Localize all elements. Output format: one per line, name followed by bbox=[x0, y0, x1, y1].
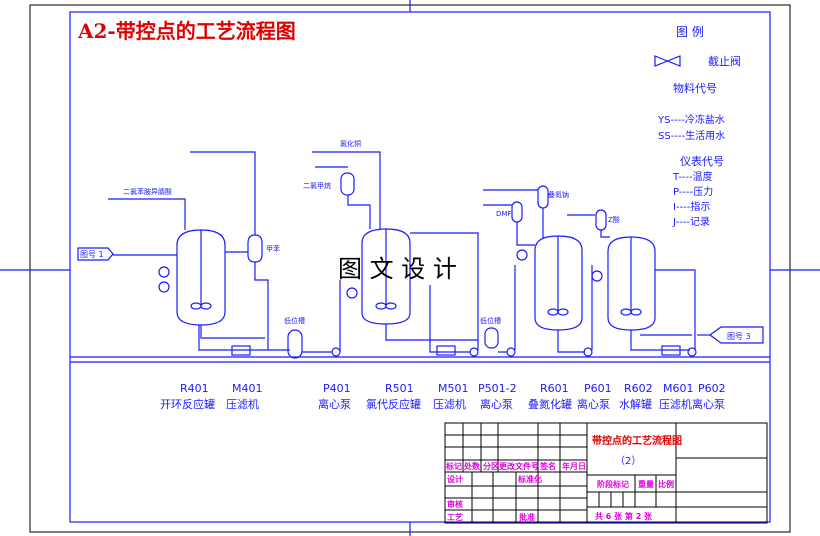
inlet-tag-1 bbox=[77, 247, 114, 261]
svg-text:氯化铜: 氯化铜 bbox=[340, 139, 361, 148]
svg-text:M401: M401 bbox=[232, 382, 263, 395]
svg-text:DMF: DMF bbox=[496, 210, 511, 218]
svg-text:阶段标记: 阶段标记 bbox=[597, 479, 629, 489]
svg-text:低位槽: 低位槽 bbox=[480, 316, 501, 325]
svg-text:叠氮化罐: 叠氮化罐 bbox=[528, 397, 572, 411]
svg-text:P601: P601 bbox=[584, 382, 612, 395]
svg-text:二氯甲烷: 二氯甲烷 bbox=[303, 181, 331, 190]
watermark: 图 文 设 计 bbox=[338, 255, 457, 283]
svg-text:处数: 处数 bbox=[463, 461, 481, 471]
svg-text:图号 1: 图号 1 bbox=[80, 250, 104, 259]
svg-text:更改文件号: 更改文件号 bbox=[499, 461, 539, 471]
svg-text:P501-2: P501-2 bbox=[478, 382, 517, 395]
svg-text:Z酸: Z酸 bbox=[608, 215, 620, 224]
reactor-r401 bbox=[158, 229, 226, 326]
svg-text:物料代号: 物料代号 bbox=[673, 81, 717, 95]
pump-p602 bbox=[687, 347, 697, 357]
svg-text:压滤机: 压滤机 bbox=[433, 397, 466, 411]
svg-text:叠氮钠: 叠氮钠 bbox=[548, 190, 569, 199]
filter-press-m601 bbox=[661, 345, 681, 356]
filter-press-m401 bbox=[231, 345, 251, 356]
svg-text:R401: R401 bbox=[180, 382, 209, 395]
svg-text:P602: P602 bbox=[698, 382, 726, 395]
svg-text:YS----冷冻盐水: YS----冷冻盐水 bbox=[657, 113, 725, 126]
svg-text:工艺: 工艺 bbox=[447, 512, 463, 522]
reactor-r602 bbox=[591, 236, 656, 331]
svg-text:甲苯: 甲苯 bbox=[266, 244, 280, 253]
svg-text:离心泵: 离心泵 bbox=[318, 397, 351, 411]
pump-p401 bbox=[331, 347, 341, 357]
svg-text:P----压力: P----压力 bbox=[673, 185, 713, 198]
svg-text:标记: 标记 bbox=[445, 461, 462, 471]
svg-text:R601: R601 bbox=[540, 382, 569, 395]
legend: 图 例 截止阀 物料代号 YS----冷冻盐水 SS----生活用水 仪表代号 … bbox=[654, 25, 741, 228]
svg-text:氯代反应罐: 氯代反应罐 bbox=[366, 397, 421, 411]
svg-text:I----指示: I----指示 bbox=[673, 200, 710, 213]
svg-text:带控点的工艺流程图: 带控点的工艺流程图 bbox=[592, 434, 682, 447]
svg-text:重量: 重量 bbox=[638, 479, 654, 489]
equipment-labels: R401 开环反应罐 M401 压滤机 P401 离心泵 R501 氯代反应罐 M501… bbox=[160, 382, 726, 411]
filter-press-m501 bbox=[436, 345, 456, 356]
svg-text:R501: R501 bbox=[385, 382, 414, 395]
svg-text:图号 3: 图号 3 bbox=[727, 332, 751, 341]
svg-text:二氯苯胺异腈酸: 二氯苯胺异腈酸 bbox=[123, 187, 172, 196]
svg-text:标准化: 标准化 bbox=[517, 474, 542, 484]
svg-text:开环反应罐: 开环反应罐 bbox=[160, 397, 215, 411]
drawing-title: A2-带控点的工艺流程图 bbox=[77, 19, 296, 43]
svg-text:SS----生活用水: SS----生活用水 bbox=[658, 129, 725, 142]
svg-text:批准: 批准 bbox=[519, 512, 535, 522]
svg-text:水解罐: 水解罐 bbox=[619, 397, 652, 411]
svg-text:设计: 设计 bbox=[447, 474, 463, 484]
svg-text:J----记录: J----记录 bbox=[672, 216, 710, 228]
svg-text:T----温度: T----温度 bbox=[672, 170, 713, 183]
reactor-r501 bbox=[346, 228, 411, 325]
pump-p601 bbox=[583, 347, 593, 357]
svg-text:仪表代号: 仪表代号 bbox=[680, 154, 724, 168]
svg-text:P401: P401 bbox=[323, 382, 351, 395]
svg-text:R602: R602 bbox=[624, 382, 653, 395]
svg-text:低位槽: 低位槽 bbox=[284, 316, 305, 325]
svg-text:图 例: 图 例 bbox=[676, 25, 704, 39]
svg-text:年月日: 年月日 bbox=[562, 461, 586, 471]
svg-text:离心泵: 离心泵 bbox=[692, 397, 725, 411]
svg-text:审核: 审核 bbox=[447, 499, 463, 509]
svg-text:压滤机: 压滤机 bbox=[659, 397, 692, 411]
svg-text:签名: 签名 bbox=[539, 461, 556, 471]
outlet-tag-3 bbox=[708, 326, 764, 344]
inner-frame bbox=[69, 11, 771, 523]
valve-icon bbox=[654, 55, 681, 67]
svg-text:压滤机: 压滤机 bbox=[226, 397, 259, 411]
svg-text:（2）: （2） bbox=[615, 455, 641, 467]
svg-text:M601: M601 bbox=[663, 382, 694, 395]
svg-text:离心泵: 离心泵 bbox=[480, 397, 513, 411]
svg-text:分区: 分区 bbox=[483, 461, 499, 471]
svg-text:比例: 比例 bbox=[658, 479, 674, 489]
svg-text:截止阀: 截止阀 bbox=[708, 54, 741, 68]
reactor-r601 bbox=[516, 235, 583, 331]
title-block: 带控点的工艺流程图 （2） 标记 处数 分区 更改文件号 签名 年月日 设计 标… bbox=[444, 422, 768, 524]
svg-text:离心泵: 离心泵 bbox=[577, 397, 610, 411]
svg-text:M501: M501 bbox=[438, 382, 469, 395]
svg-text:共 6 张 第 2 张: 共 6 张 第 2 张 bbox=[595, 511, 653, 521]
